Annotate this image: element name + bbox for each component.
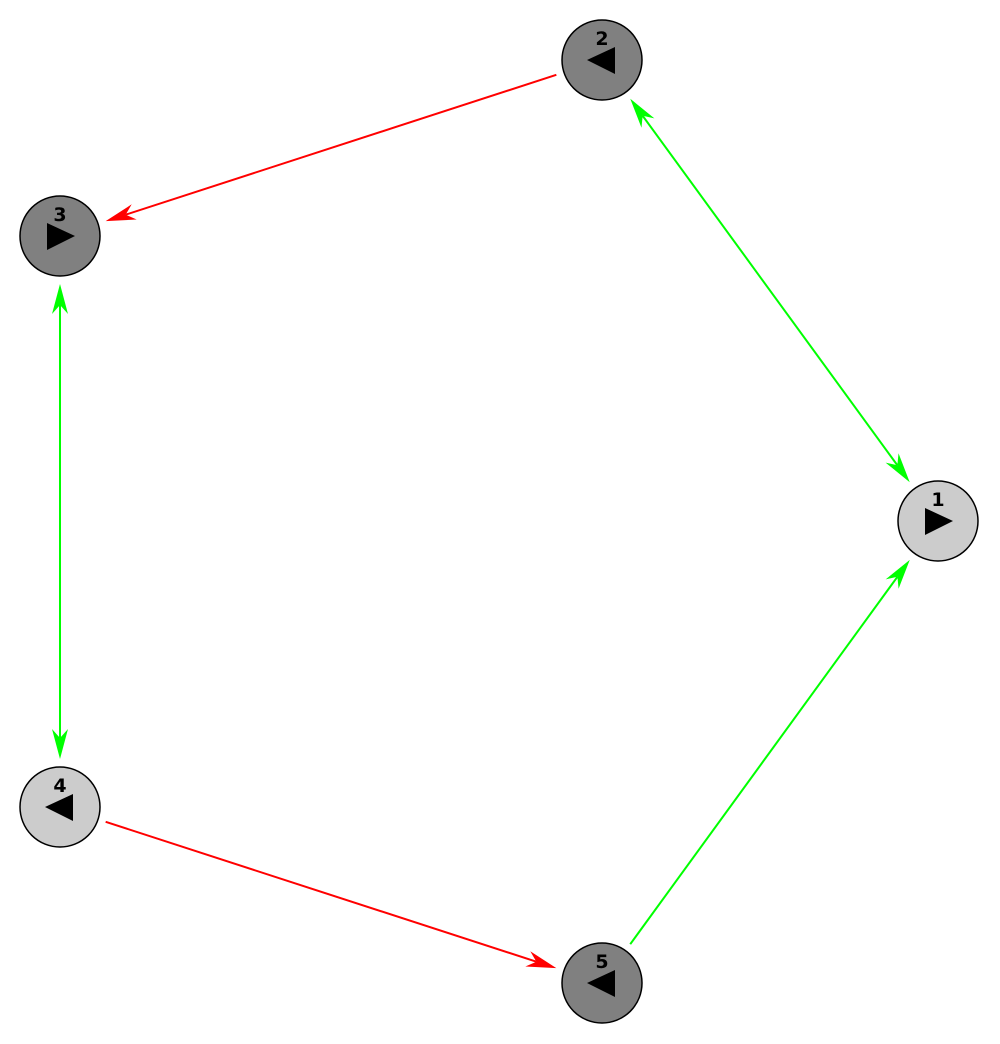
- node-1[interactable]: 1: [897, 480, 979, 562]
- edge-line: [641, 115, 899, 466]
- arrowhead-icon: [525, 951, 557, 969]
- arrowhead-icon: [630, 98, 655, 128]
- node-label: 3: [53, 204, 66, 226]
- edge-2-1: [630, 98, 910, 483]
- arrowhead-icon: [52, 284, 68, 314]
- edge-4-5: [105, 820, 557, 969]
- arrowhead-icon: [885, 559, 910, 589]
- node-label: 5: [595, 951, 608, 973]
- play-left-icon: [587, 47, 615, 74]
- edge-line: [105, 820, 537, 963]
- edge-3-4: [52, 284, 68, 759]
- node-2[interactable]: 2: [561, 19, 643, 101]
- arrowhead-icon: [885, 453, 910, 483]
- edge-2-3: [105, 73, 557, 222]
- edge-line: [629, 576, 899, 945]
- nodes-layer: 1 2 3 4 5: [19, 19, 979, 1024]
- node-5[interactable]: 5: [561, 942, 643, 1024]
- node-label: 4: [53, 775, 66, 797]
- play-right-icon: [47, 223, 75, 250]
- edges-layer: [52, 73, 910, 969]
- play-left-icon: [45, 794, 73, 821]
- node-4[interactable]: 4: [19, 766, 101, 848]
- node-label: 1: [931, 489, 944, 511]
- node-3[interactable]: 3: [19, 195, 101, 277]
- arrowhead-icon: [52, 729, 68, 759]
- play-left-icon: [587, 970, 615, 997]
- node-label: 2: [595, 28, 608, 50]
- arrowhead-icon: [105, 204, 137, 222]
- play-right-icon: [925, 508, 953, 535]
- edge-line: [125, 73, 557, 216]
- edge-5-1: [629, 559, 910, 945]
